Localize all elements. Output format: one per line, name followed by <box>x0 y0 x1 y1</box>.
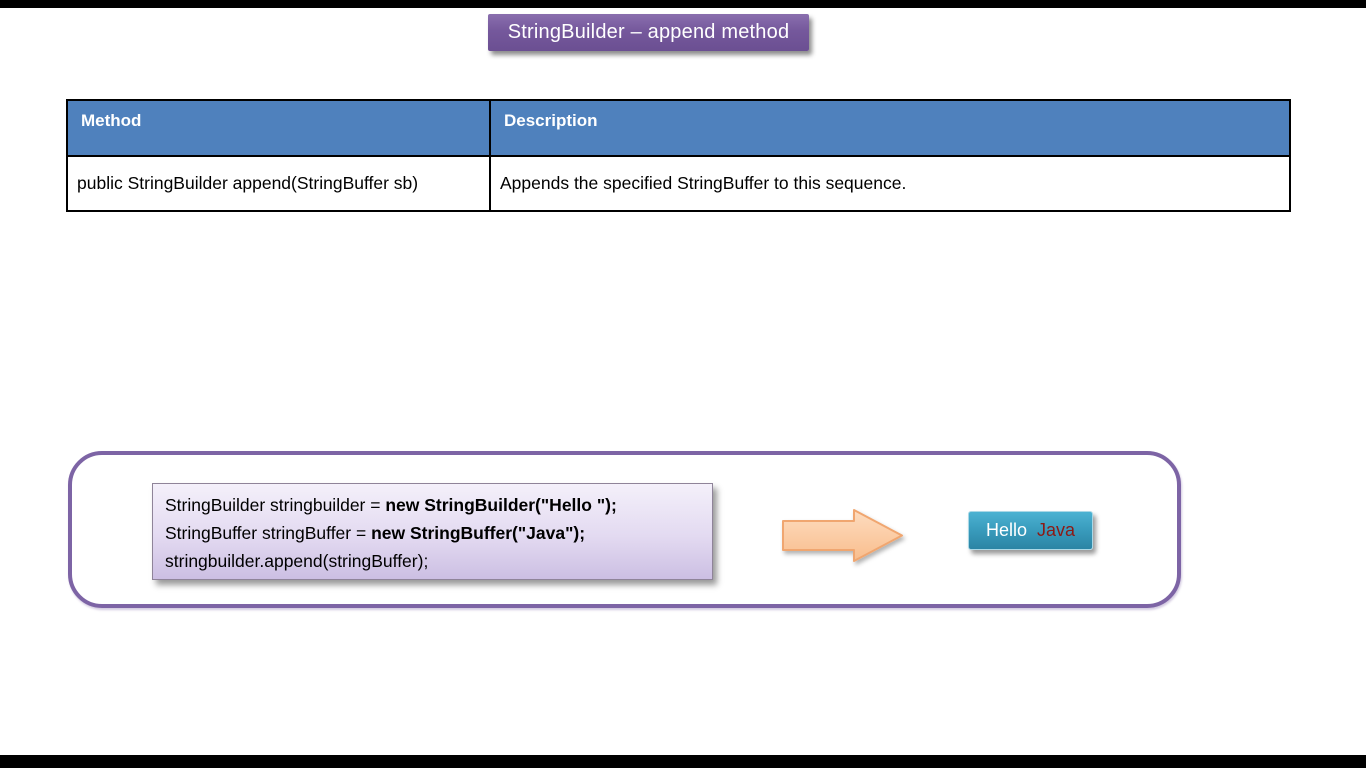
slide-canvas: StringBuilder – append method Method Des… <box>0 8 1366 755</box>
code-line-1-normal: StringBuilder stringbuilder = <box>165 495 386 515</box>
code-snippet-box: StringBuilder stringbuilder = new String… <box>152 483 713 580</box>
letterbox-top-bar <box>0 0 1366 8</box>
code-line-2: StringBuffer stringBuffer = new StringBu… <box>165 519 712 547</box>
table-cell-method-signature: public StringBuilder append(StringBuffer… <box>66 155 491 212</box>
result-java-text: Java <box>1037 520 1076 540</box>
code-line-3: stringbuilder.append(stringBuffer); <box>165 547 712 575</box>
table-header-row: Method Description <box>66 99 1291 157</box>
slide-title-banner: StringBuilder – append method <box>488 14 809 51</box>
result-hello-text: Hello <box>985 520 1027 540</box>
letterbox-bottom-bar <box>0 755 1366 768</box>
right-arrow-icon <box>782 509 903 562</box>
table-header-method: Method <box>66 99 491 157</box>
slide-title: StringBuilder – append method <box>507 21 790 43</box>
code-line-3-normal: stringbuilder.append(stringBuffer); <box>165 551 429 571</box>
method-description-table: Method Description public StringBuilder … <box>66 99 1291 212</box>
table-cell-description: Appends the specified StringBuffer to th… <box>489 155 1291 212</box>
code-line-1: StringBuilder stringbuilder = new String… <box>165 491 712 519</box>
code-line-1-bold: new StringBuilder("Hello "); <box>385 495 617 515</box>
table-row: public StringBuilder append(StringBuffer… <box>66 155 1291 212</box>
table-header-description: Description <box>489 99 1291 157</box>
code-line-2-normal: StringBuffer stringBuffer = <box>165 523 372 543</box>
code-line-2-bold: new StringBuffer("Java"); <box>371 523 586 543</box>
result-output-box: Hello Java <box>968 511 1093 550</box>
